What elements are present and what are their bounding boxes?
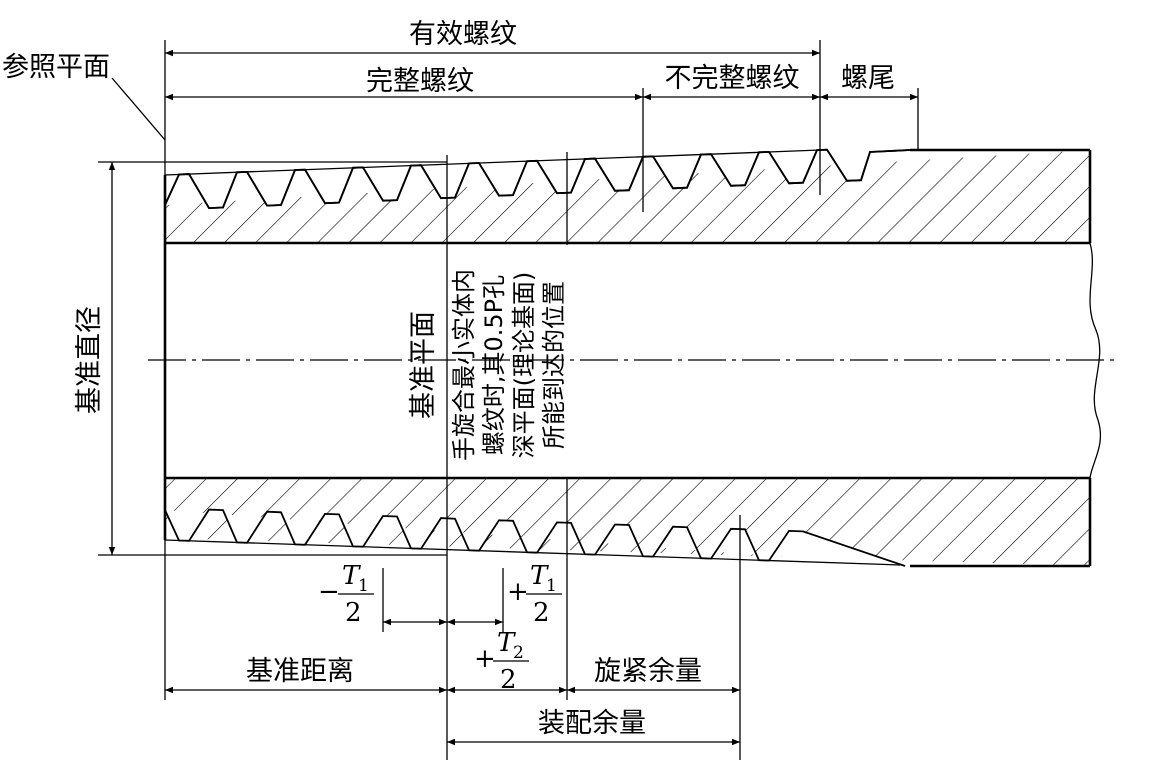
svg-text:2: 2 xyxy=(345,598,362,628)
dimension-lines xyxy=(108,49,918,746)
tolerance-minus-t1-half: − T 1 2 xyxy=(318,561,374,628)
note-line-2: 螺纹时,其0.5P孔 xyxy=(480,275,508,455)
label-tightening-allowance: 旋紧余量 xyxy=(594,656,702,687)
label-effective-thread: 有效螺纹 xyxy=(409,19,517,50)
label-complete-thread: 完整螺纹 xyxy=(366,66,474,97)
svg-text:2: 2 xyxy=(513,643,524,663)
svg-text:+: + xyxy=(474,644,496,674)
note-line-3: 深平面(理论基面) xyxy=(510,272,538,459)
svg-text:+: + xyxy=(507,577,529,607)
svg-text:T: T xyxy=(497,628,516,658)
svg-text:1: 1 xyxy=(358,576,369,596)
note-line-1: 手旋合最小实体内 xyxy=(450,269,478,461)
lower-wall-hatch xyxy=(165,478,1090,566)
svg-text:1: 1 xyxy=(546,576,557,596)
svg-text:−: − xyxy=(318,577,340,607)
label-thread-tail: 螺尾 xyxy=(841,63,895,94)
note-line-4: 所能到达的位置 xyxy=(540,281,568,449)
label-base-diameter: 基准直径 xyxy=(74,306,105,414)
upper-wall-hatch xyxy=(165,150,1090,243)
label-base-plane: 基准平面 xyxy=(408,311,439,419)
svg-text:2: 2 xyxy=(533,598,550,628)
svg-text:2: 2 xyxy=(500,665,517,695)
tolerance-plus-t2-half: + T 2 2 xyxy=(474,628,529,695)
label-incomplete-thread: 不完整螺纹 xyxy=(665,63,800,94)
reference-lines xyxy=(98,40,919,760)
svg-text:T: T xyxy=(530,561,549,591)
svg-text:T: T xyxy=(342,561,361,591)
tolerance-plus-t1-half: + T 1 2 xyxy=(507,561,562,628)
label-base-distance: 基准距离 xyxy=(246,656,354,687)
label-reference-plane: 参照平面 xyxy=(2,52,110,83)
label-assembly-allowance: 装配余量 xyxy=(538,708,646,739)
note-position-text: 手旋合最小实体内 螺纹时,其0.5P孔 深平面(理论基面) 所能到达的位置 xyxy=(450,269,568,461)
